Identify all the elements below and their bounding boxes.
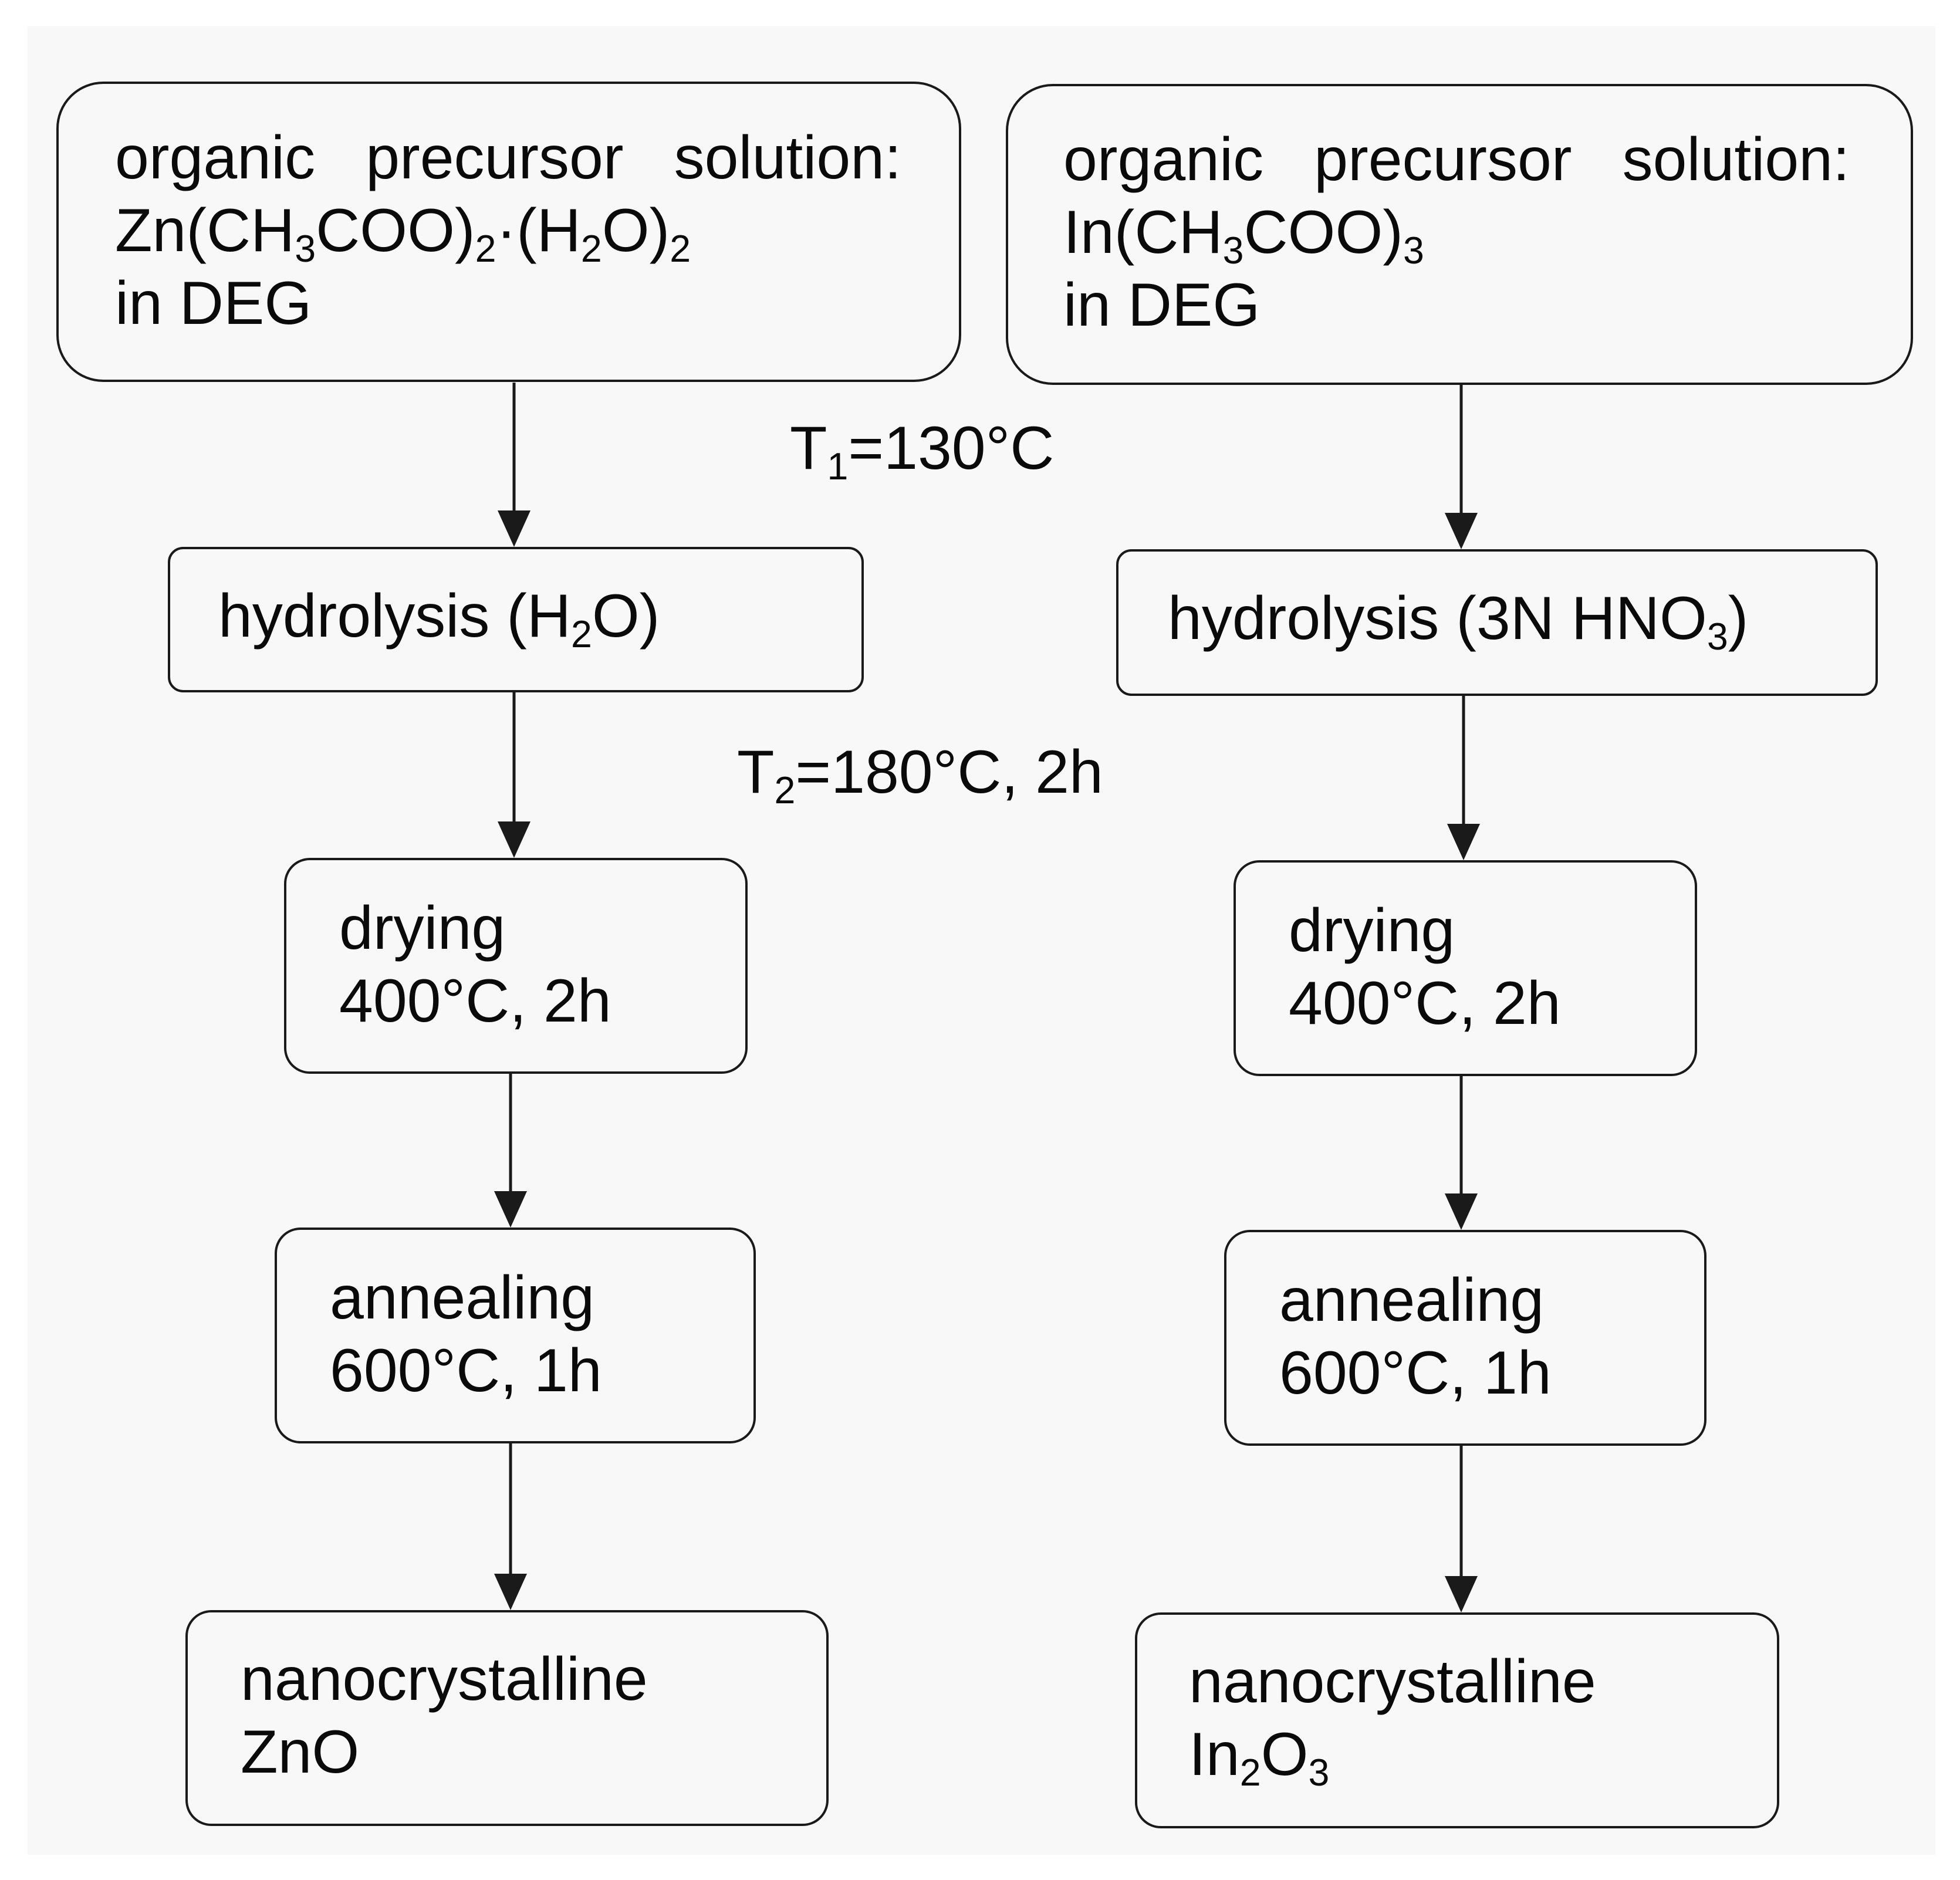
- left-drying-text: drying 400°C, 2h: [339, 892, 611, 1037]
- right-drying-box: [1234, 860, 1697, 1076]
- right-drying-label: drying: [1289, 897, 1455, 965]
- right-arrow-drying-to-annealing: [1445, 1076, 1478, 1230]
- left-precursor-text: organic precursor solution: Zn(CH3COO)2·…: [115, 121, 901, 340]
- right-precursor-formula: In(CH3COO)3: [1063, 198, 1424, 272]
- right-annealing-conditions: 600°C, 1h: [1279, 1339, 1552, 1407]
- left-hydrolysis-text: hydrolysis (H2O): [218, 582, 660, 656]
- right-drying-text: drying 400°C, 2h: [1289, 894, 1561, 1040]
- right-precursor-text: organic precursor solution: In(CH3COO)3 …: [1063, 123, 1850, 341]
- left-arrow-precursor-to-hydrolysis: [498, 383, 530, 547]
- right-precursor-line3: in DEG: [1063, 271, 1261, 339]
- left-drying-box: [284, 858, 748, 1074]
- right-annealing-box: [1224, 1230, 1706, 1446]
- left-arrow-annealing-to-product: [494, 1443, 527, 1610]
- left-annealing-box: [275, 1228, 756, 1443]
- left-product-label: nanocrystalline: [241, 1645, 648, 1713]
- condition-t2: T2=180°C, 2h: [737, 738, 1103, 812]
- right-annealing-text: annealing 600°C, 1h: [1279, 1264, 1552, 1409]
- left-annealing-conditions: 600°C, 1h: [330, 1337, 602, 1405]
- left-product-formula: ZnO: [241, 1718, 360, 1786]
- left-annealing-text: annealing 600°C, 1h: [330, 1262, 602, 1407]
- left-product-text: nanocrystalline ZnO: [241, 1643, 648, 1788]
- left-precursor-box: [56, 82, 961, 382]
- right-hydrolysis-text: hydrolysis (3N HNO3): [1168, 584, 1749, 658]
- right-drying-conditions: 400°C, 2h: [1289, 969, 1561, 1037]
- right-arrow-annealing-to-product: [1445, 1446, 1478, 1612]
- right-precursor-line1: organic precursor solution:: [1063, 126, 1850, 194]
- condition-t1: T1=130°C: [790, 414, 1055, 488]
- left-drying-conditions: 400°C, 2h: [339, 967, 611, 1035]
- right-annealing-label: annealing: [1279, 1266, 1545, 1334]
- right-product-formula: In2O3: [1189, 1720, 1330, 1794]
- left-arrow-drying-to-annealing: [494, 1074, 527, 1228]
- right-precursor-box: [1006, 84, 1913, 385]
- left-precursor-line1: organic precursor solution:: [115, 124, 901, 192]
- right-product-box: [1135, 1612, 1779, 1828]
- right-arrow-precursor-to-hydrolysis: [1445, 385, 1478, 549]
- right-product-text: nanocrystalline In2O3: [1189, 1645, 1596, 1791]
- right-arrow-hydrolysis-to-drying: [1447, 696, 1480, 860]
- left-hydrolysis-box: [168, 547, 864, 692]
- left-arrow-hydrolysis-to-drying: [498, 692, 530, 858]
- left-precursor-line3: in DEG: [115, 269, 312, 337]
- left-annealing-label: annealing: [330, 1264, 595, 1332]
- left-drying-label: drying: [339, 894, 506, 962]
- right-product-label: nanocrystalline: [1189, 1648, 1596, 1716]
- left-product-box: [185, 1610, 829, 1826]
- left-precursor-formula: Zn(CH3COO)2·(H2O)2: [115, 197, 691, 270]
- right-hydrolysis-box: [1116, 549, 1878, 696]
